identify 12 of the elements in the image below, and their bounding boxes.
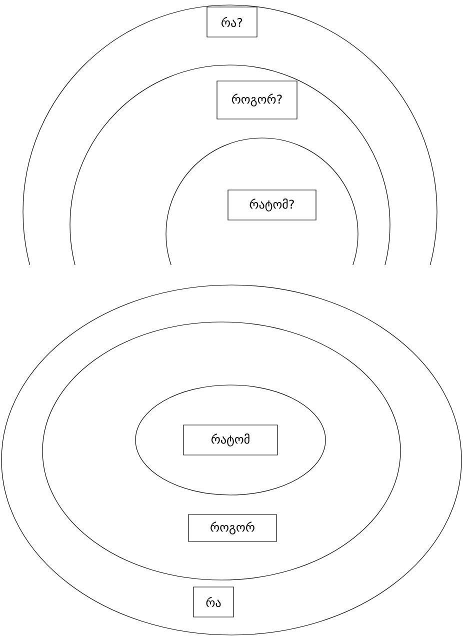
text-box: რა? xyxy=(206,6,258,38)
circle-outline xyxy=(166,138,358,265)
text-box: როგორ xyxy=(188,514,277,542)
text-box: რატომ? xyxy=(228,190,316,220)
ellipse-outline xyxy=(42,322,401,580)
ellipse-outline xyxy=(1,284,462,636)
text-box: როგორ? xyxy=(216,80,298,120)
text-box: რა xyxy=(193,586,234,618)
circle-outline xyxy=(70,64,390,265)
circle-outline xyxy=(22,4,438,265)
text-box: რატომ xyxy=(183,424,278,456)
ellipse-outline xyxy=(135,384,326,496)
